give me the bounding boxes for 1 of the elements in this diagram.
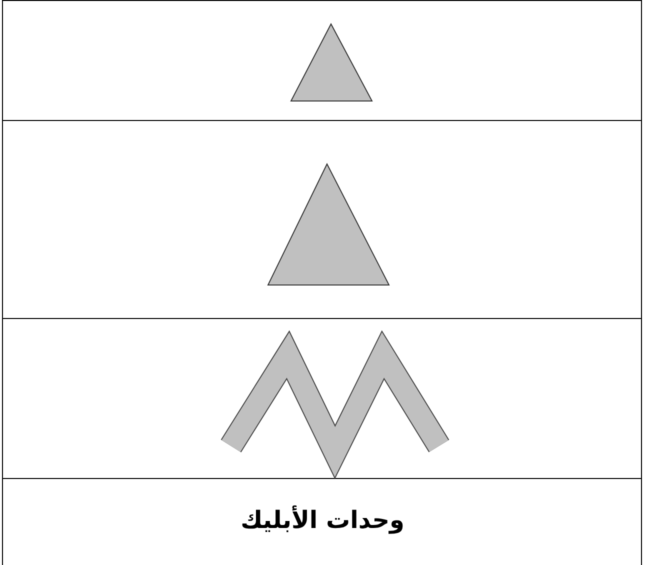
units-label: وحدات الأبليك xyxy=(240,506,404,534)
